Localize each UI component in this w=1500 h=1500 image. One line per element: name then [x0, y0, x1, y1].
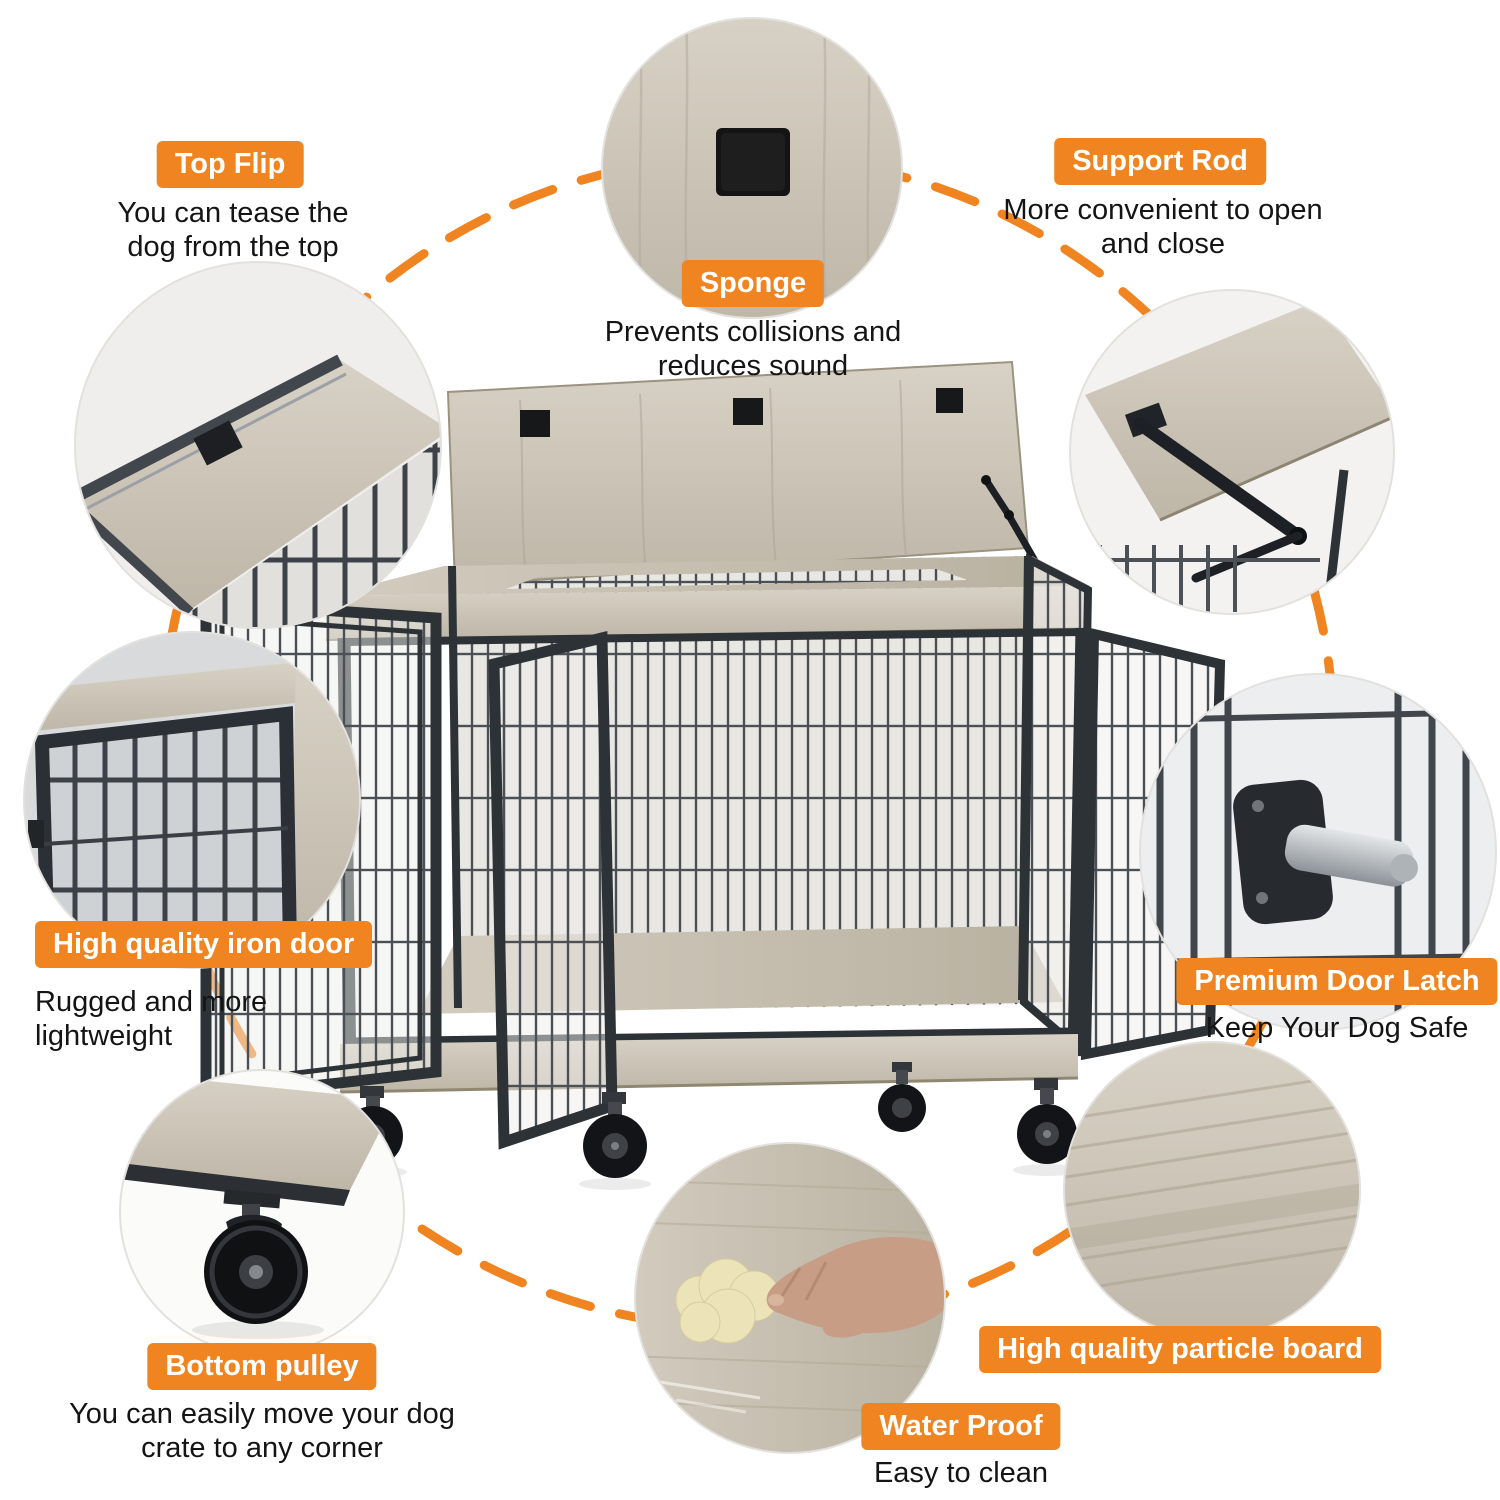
caster-wheel	[579, 1092, 651, 1190]
feature-desc-top-flip: You can tease the dog from the top	[117, 197, 349, 263]
feature-title-door-latch: Premium Door Latch	[1176, 958, 1498, 1005]
inset-pulley-photo	[120, 1070, 404, 1354]
feature-desc-bottom-pulley: You can easily move your dog crate to an…	[69, 1398, 455, 1464]
inset-top-flip-photo	[75, 262, 441, 628]
inset-particle-board-photo	[1064, 1042, 1360, 1338]
inset-support-rod-photo	[1070, 290, 1394, 614]
caster-wheel	[878, 1062, 926, 1132]
feature-title-bottom-pulley: Bottom pulley	[147, 1343, 377, 1390]
feature-title-iron-door: High quality iron door	[35, 921, 373, 968]
feature-title-support-rod: Support Rod	[1054, 138, 1266, 185]
feature-title-water-proof: Water Proof	[861, 1403, 1061, 1450]
velcro-pad	[733, 398, 763, 425]
feature-desc-door-latch: Keep Your Dog Safe	[1205, 1012, 1469, 1044]
feature-desc-iron-door: Rugged and more lightweight	[35, 986, 268, 1052]
velcro-pad	[520, 410, 550, 437]
feature-title-top-flip: Top Flip	[156, 141, 304, 188]
feature-desc-water-proof: Easy to clean	[873, 1457, 1049, 1489]
crate-illustration	[200, 360, 1226, 1190]
feature-title-particle-board: High quality particle board	[979, 1326, 1381, 1373]
feature-desc-support-rod: More convenient to open and close	[1003, 194, 1323, 260]
caster-wheel	[1013, 1078, 1081, 1176]
feature-desc-sponge: Prevents collisions and reduces sound	[604, 316, 902, 382]
front-door-open	[488, 631, 618, 1150]
feature-title-sponge: Sponge	[681, 260, 825, 307]
velcro-pad	[936, 388, 963, 413]
inset-waterproof-photo	[635, 1143, 945, 1453]
